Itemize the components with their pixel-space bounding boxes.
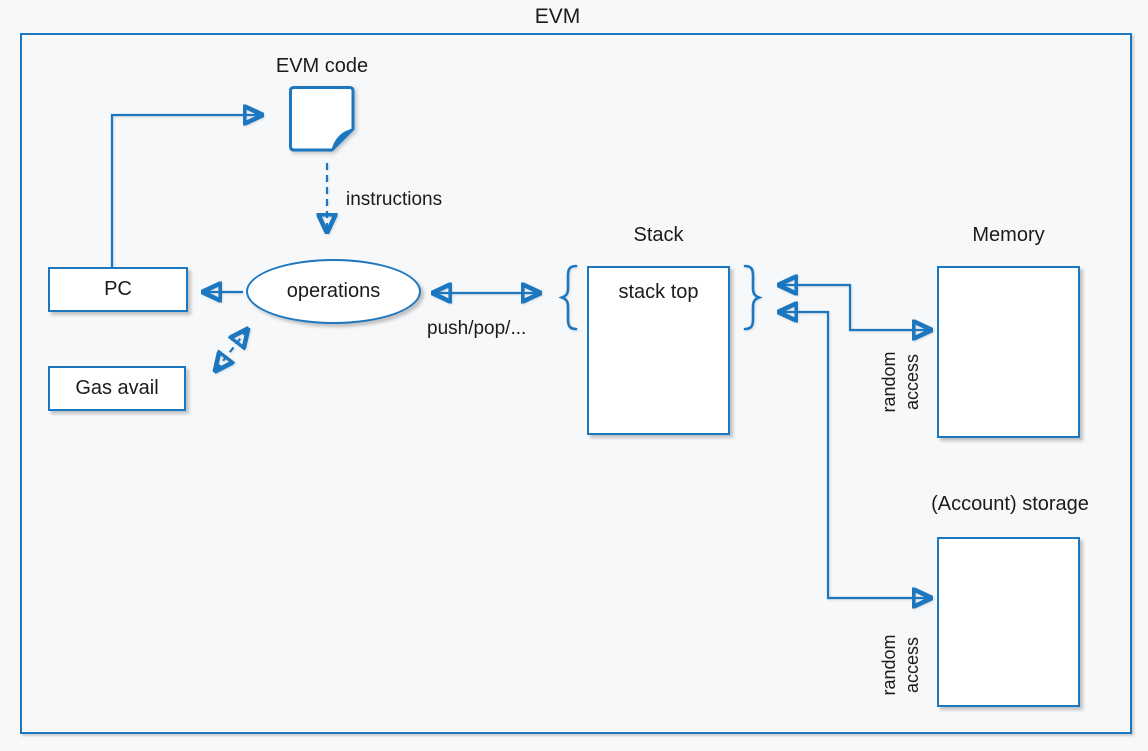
note-icon-page: [289, 86, 355, 152]
arrow-stack-storage: [780, 312, 930, 598]
stack-top-label: stack top: [618, 281, 699, 303]
arrow-stack-memory: [780, 285, 930, 330]
evm-boundary-box: [20, 33, 1132, 734]
evm-code-label: EVM code: [275, 55, 369, 77]
stack-right-brace: [743, 264, 763, 331]
instructions-edge-label: instructions: [346, 189, 443, 210]
gas-avail-label: Gas avail: [75, 377, 159, 399]
arrow-pc-to-evm-code: [110, 115, 261, 267]
storage-title: (Account) storage: [931, 493, 1089, 515]
memory-random-access-line1: random: [879, 351, 899, 413]
storage-random-access-line2: access: [902, 636, 923, 694]
diagram-title: EVM: [534, 5, 581, 28]
node-pc: PC: [48, 267, 188, 312]
storage-random-access-label: random access: [878, 625, 926, 705]
stack-title: Stack: [633, 224, 684, 246]
memory-random-access-line2: access: [902, 353, 923, 411]
note-icon: [289, 86, 355, 152]
stack-left-brace: [558, 264, 578, 331]
push-pop-edge-label: push/pop/...: [427, 318, 527, 339]
arrow-operations-gas-dashed: [216, 330, 247, 370]
node-stack: stack top: [587, 266, 730, 435]
node-storage: [937, 537, 1080, 707]
operations-label: operations: [286, 280, 381, 302]
pc-label: PC: [104, 278, 132, 300]
memory-random-access-label: random access: [878, 342, 926, 422]
node-gas-avail: Gas avail: [48, 366, 186, 411]
storage-random-access-line1: random: [879, 634, 899, 696]
node-operations: operations: [246, 259, 421, 324]
memory-title: Memory: [972, 224, 1045, 246]
node-memory: [937, 266, 1080, 438]
note-icon-fold: [331, 128, 354, 151]
